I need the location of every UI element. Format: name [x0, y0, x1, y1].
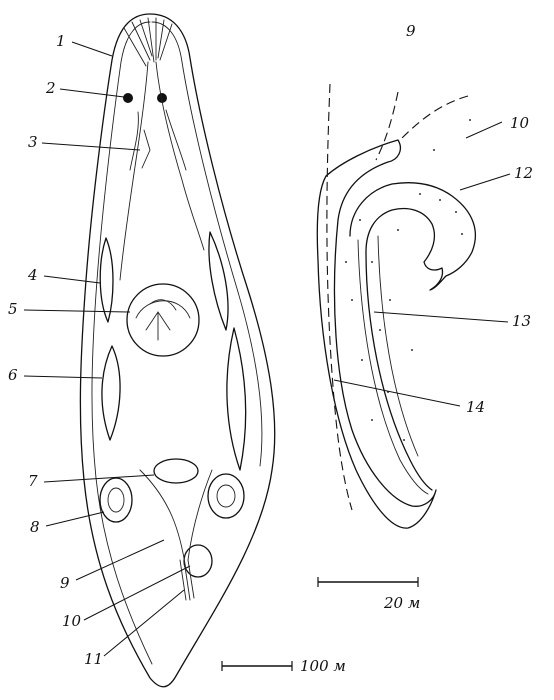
nucleus	[126, 283, 200, 357]
label-5: 5	[8, 300, 18, 318]
label-10: 10	[62, 612, 82, 630]
eyespots	[123, 93, 167, 103]
label-6: 6	[8, 366, 18, 384]
label-9: 9	[60, 574, 70, 592]
lateral-organs	[99, 231, 247, 471]
label-3: 3	[28, 133, 38, 151]
label-9-right: 9	[406, 22, 416, 40]
label-7: 7	[28, 472, 38, 490]
left-labels: 1 2 3 4 5 6 7 8 9 10 11	[8, 32, 191, 668]
label-12: 12	[514, 164, 533, 182]
scale-bar-right-label: 20 м	[383, 594, 420, 612]
label-2: 2	[45, 79, 56, 97]
central-bodies	[99, 458, 245, 601]
pharynx-nerves	[119, 61, 205, 281]
label-14: 14	[466, 398, 485, 416]
label-13: 13	[512, 312, 531, 330]
label-10-right: 10	[510, 114, 530, 132]
label-8: 8	[30, 518, 40, 536]
curved-organ	[316, 83, 476, 529]
organism-body	[79, 13, 276, 688]
label-4: 4	[27, 266, 38, 284]
label-1: 1	[56, 32, 66, 50]
scale-bar-right: 20 м	[317, 577, 420, 612]
scale-bar-left: 100 м	[221, 657, 346, 675]
scale-bar-left-label: 100 м	[300, 657, 346, 675]
right-labels: 9 10 12 13 14	[333, 22, 533, 416]
stipple-dots	[345, 119, 471, 441]
label-11: 11	[84, 650, 103, 668]
